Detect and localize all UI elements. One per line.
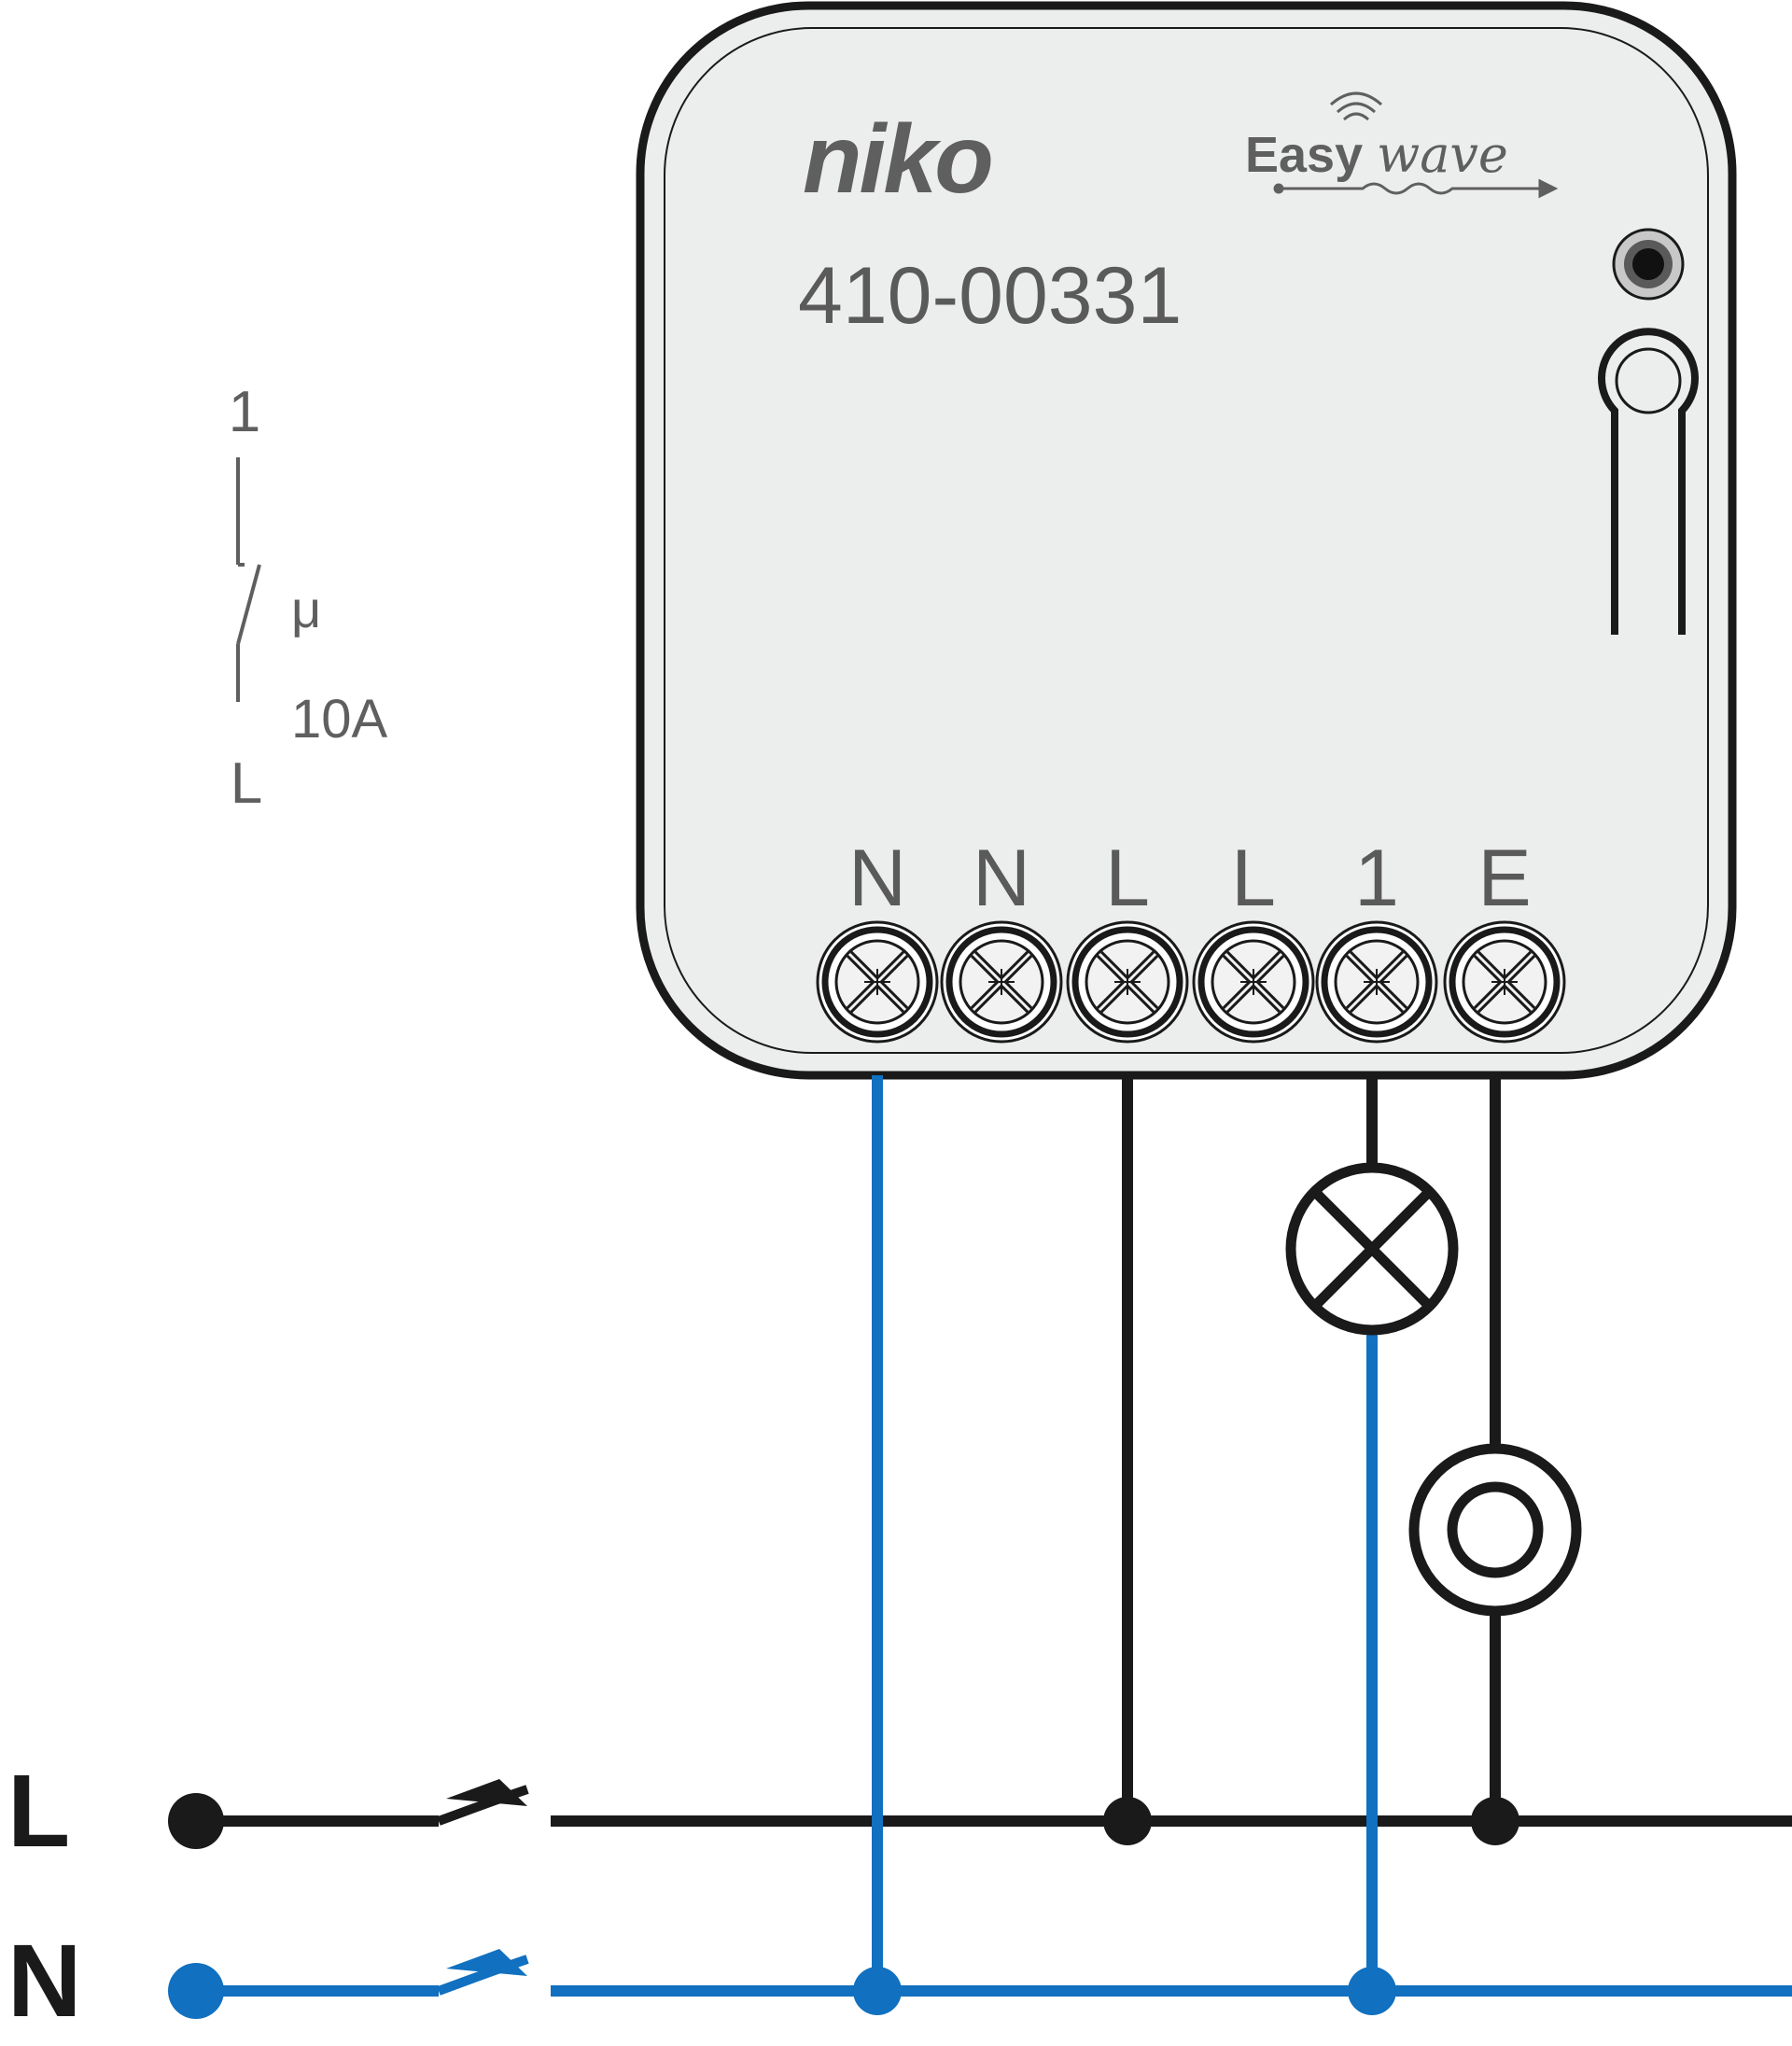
model-number: 410-00331 — [798, 251, 1182, 341]
relay-contact-symbol — [236, 457, 261, 702]
terminal-label-e: E — [1477, 834, 1531, 923]
screw-terminal — [1443, 920, 1566, 1044]
relay-rating-label: 10A — [291, 689, 388, 750]
line-breaker-switch — [437, 1779, 529, 1826]
screw-terminal — [1315, 920, 1438, 1044]
status-led — [1612, 228, 1685, 301]
terminal-label-1: 1 — [1354, 834, 1399, 923]
junction-dots — [168, 1793, 1519, 2019]
terminal-label-n1: N — [848, 834, 906, 923]
relay-label-bottom: L — [231, 751, 262, 816]
neutral-breaker-switch — [437, 1949, 529, 1996]
device-housing — [636, 1, 1737, 1080]
phase-wiring — [196, 1075, 1792, 1827]
screw-terminal — [816, 920, 939, 1044]
screw-terminal — [940, 920, 1063, 1044]
screw-terminal — [1192, 920, 1315, 1044]
screw-terminal — [1066, 920, 1189, 1044]
brand-logo: niko — [803, 105, 991, 214]
lamp-symbol — [1285, 1162, 1459, 1336]
supply-label-n: N — [7, 1924, 81, 2039]
screw-terminals — [816, 920, 1566, 1044]
wireless-signal-icon — [1330, 91, 1382, 121]
supply-label-l: L — [7, 1754, 70, 1869]
easywave-logo-easy: Easy — [1245, 127, 1363, 183]
wave-arrow-icon — [1273, 178, 1559, 199]
easywave-logo-wave: wave — [1377, 125, 1508, 184]
pushbutton-symbol — [1408, 1443, 1582, 1617]
relay-micro-label: μ — [291, 580, 321, 638]
relay-label-top: 1 — [229, 380, 260, 444]
supply-n-dot — [168, 1963, 224, 2019]
terminal-label-n2: N — [973, 834, 1030, 923]
supply-l-dot — [168, 1793, 224, 1849]
pushbutton-lever — [1598, 328, 1699, 635]
neutral-wiring — [196, 1075, 1792, 1997]
easywave-logo: Easy wave — [1245, 91, 1559, 199]
terminal-label-l2: L — [1231, 834, 1276, 923]
terminal-label-l1: L — [1105, 834, 1150, 923]
